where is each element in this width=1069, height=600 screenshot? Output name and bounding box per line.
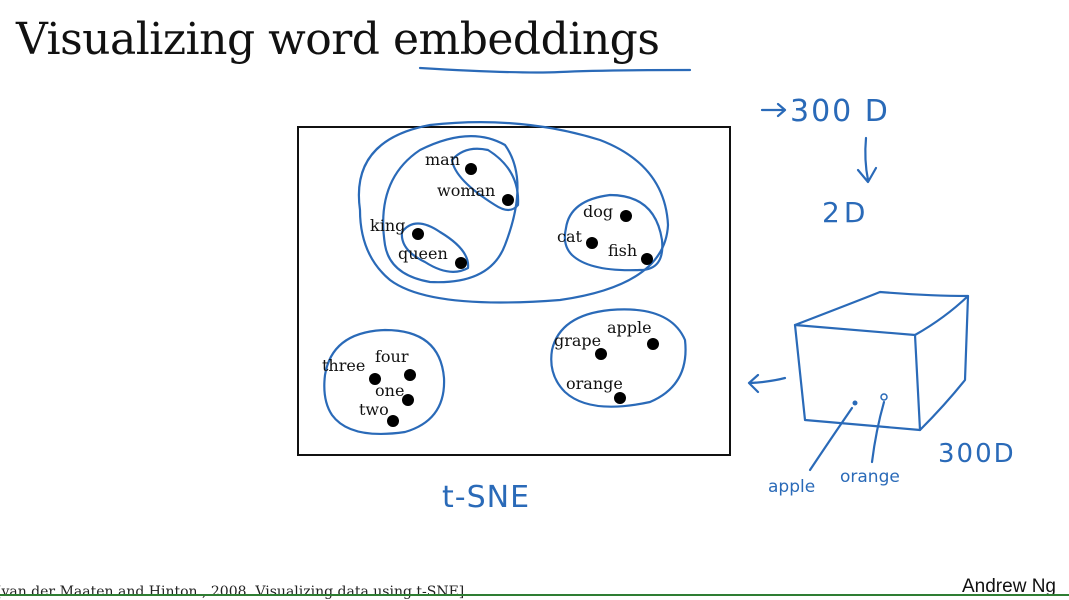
cube-icon [793, 290, 970, 432]
point-cat [586, 237, 598, 249]
point-queen [455, 257, 467, 269]
point-two [387, 415, 399, 427]
label-fish: fish [608, 241, 637, 260]
cluster-outline-king-queen [400, 222, 470, 273]
label-king: king [370, 216, 405, 235]
citation: [van der Maaten and Hinton., 2008. Visua… [0, 584, 465, 600]
arrow-down-icon [856, 136, 878, 184]
annotation-300d-top: 300 D [790, 94, 890, 129]
cluster-outline-people [382, 135, 519, 284]
arrow-left-icon [747, 373, 787, 394]
point-fish [641, 253, 653, 265]
title-underline [418, 66, 692, 74]
slide-title: Visualizing word embeddings [16, 14, 660, 65]
label-grape: grape [554, 331, 601, 350]
label-queen: queen [398, 244, 448, 263]
point-three [369, 373, 381, 385]
point-apple [647, 338, 659, 350]
word-points [369, 163, 659, 427]
label-man: man [425, 150, 460, 169]
cluster-outline-large [357, 121, 670, 304]
annotation-apple: apple [768, 477, 815, 497]
label-three: three [322, 356, 365, 375]
point-dog [620, 210, 632, 222]
point-grape [595, 348, 607, 360]
label-one: one [375, 381, 404, 400]
annotation-orange: orange [840, 467, 900, 487]
point-man [465, 163, 477, 175]
cluster-outline-numbers [323, 328, 446, 435]
point-four [404, 369, 416, 381]
word-labels: man woman king queen dog cat fish apple … [322, 150, 652, 419]
cube-point-apple [852, 400, 858, 406]
label-orange: orange [566, 374, 623, 393]
pointer-orange [870, 400, 886, 464]
point-one [402, 394, 414, 406]
label-dog: dog [583, 202, 613, 221]
annotation-tsne: t-SNE [442, 480, 530, 515]
label-woman: woman [437, 181, 495, 200]
author-name: Andrew Ng [962, 576, 1056, 597]
pointer-apple [808, 406, 854, 472]
cube-point-orange [880, 393, 888, 401]
label-two: two [359, 400, 389, 419]
cluster-outline-man-woman [450, 147, 520, 212]
cluster-outline-fruits [550, 308, 687, 408]
label-cat: cat [557, 227, 583, 246]
arrow-right-icon [760, 102, 787, 118]
point-king [412, 228, 424, 240]
annotation-300d-box: 300D [938, 439, 1016, 469]
point-orange [614, 392, 626, 404]
annotation-2d: 2D [822, 196, 869, 229]
footer-rule [0, 594, 1069, 596]
point-woman [502, 194, 514, 206]
cluster-outline-animals [563, 193, 664, 272]
label-four: four [375, 347, 409, 366]
label-apple: apple [607, 318, 652, 337]
